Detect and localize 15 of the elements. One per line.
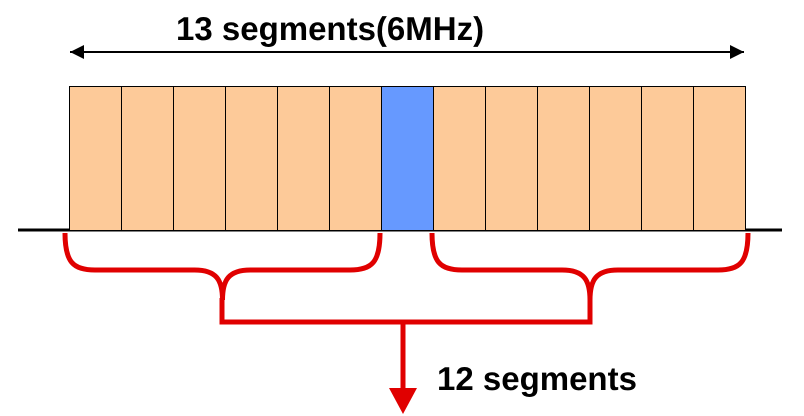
segment-box [277, 86, 330, 231]
segment-box [69, 86, 122, 231]
segment-box [537, 86, 590, 231]
segment-box [433, 86, 486, 231]
segment-box [329, 86, 382, 231]
highlighted-segment [381, 86, 434, 231]
segment-box [121, 86, 174, 231]
segment-box [641, 86, 694, 231]
dimension-label: 13 segments(6MHz) [176, 10, 484, 48]
segment-box [693, 86, 746, 231]
segment-box [173, 86, 226, 231]
count-label: 12 segments [437, 360, 637, 398]
segment-box [485, 86, 538, 231]
segment-box [589, 86, 642, 231]
segment-box [225, 86, 278, 231]
